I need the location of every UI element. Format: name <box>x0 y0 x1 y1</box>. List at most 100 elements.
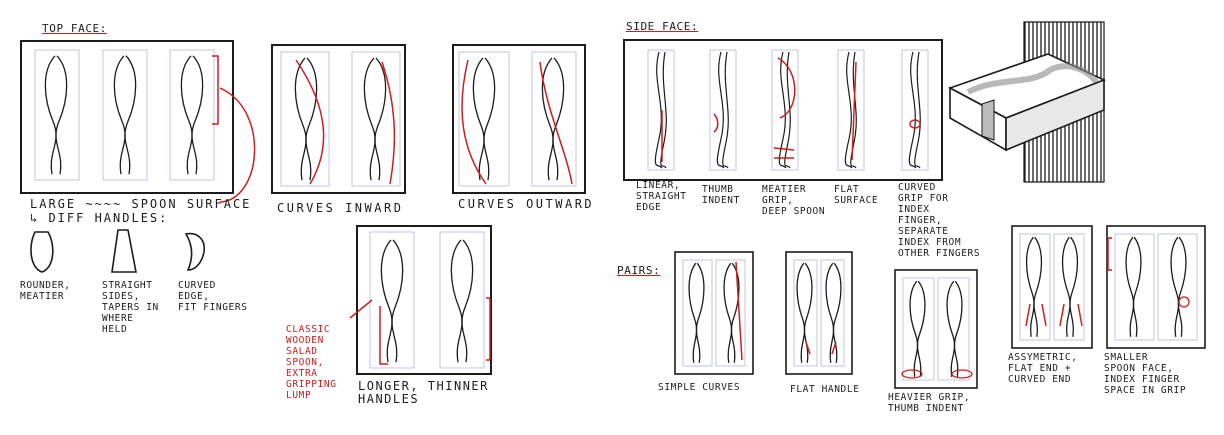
spoon-outline <box>483 57 496 181</box>
side-label-linear: LINEAR, STRAIGHT EDGE <box>636 180 687 213</box>
red-thumb-indent <box>713 113 719 133</box>
spoon-outline <box>541 57 554 181</box>
red-simple-line <box>735 261 743 361</box>
guide-box <box>715 259 746 367</box>
block-right-face <box>1005 78 1105 152</box>
side-spoon-outline <box>850 51 857 169</box>
side-label-thumb: THUMB INDENT <box>702 184 740 206</box>
red-bracket <box>379 306 388 365</box>
spoon-outline <box>472 57 485 181</box>
curves-inward-box <box>271 44 406 194</box>
side-label-meatier: MEATIER GRIP, DEEP SPOON <box>762 184 826 217</box>
spoon-outline <box>374 57 387 181</box>
pair-box-5 <box>1106 225 1206 349</box>
red-meatier-grip <box>777 57 796 119</box>
red-arrow-curve <box>219 87 256 203</box>
handle-curved-sketch <box>184 232 206 271</box>
pair-label-heavier: HEAVIER GRIP, THUMB INDENT <box>888 392 971 414</box>
block-band <box>981 99 995 141</box>
spoon-outline <box>1061 236 1071 337</box>
classic-spoon-note: CLASSIC WOODEN SALAD SPOON, EXTRA GRIPPI… <box>286 324 337 401</box>
spoon-outline <box>113 55 126 175</box>
spoon-outline <box>391 239 404 363</box>
guide-box <box>793 259 818 367</box>
spoon-outline <box>953 280 963 377</box>
guide-box <box>439 231 485 369</box>
guide-box <box>169 49 215 181</box>
spoon-outline <box>688 262 698 363</box>
longer-thinner-caption: LONGER, THINNER HANDLES <box>358 379 489 406</box>
side-spoon-outline <box>654 51 663 169</box>
large-spoon-surface-caption: LARGE ~~~~ SPOON SURFACE <box>30 197 252 211</box>
guide-box <box>1019 233 1051 341</box>
spoon-outline <box>180 55 193 175</box>
spoon-outline <box>803 262 813 363</box>
curves-outward-box <box>452 44 586 194</box>
guide-box <box>1157 233 1198 341</box>
guide-box <box>837 49 865 171</box>
handle-rounder-sketch <box>30 231 54 273</box>
spoon-outline <box>909 280 919 377</box>
side-spoon-outline <box>716 51 725 169</box>
top-face-box <box>20 40 234 194</box>
block-spoon-groove <box>966 63 1099 95</box>
pair-box-3 <box>894 269 978 389</box>
pair-box-4 <box>1011 225 1093 349</box>
handle-curved-label: CURVED EDGE, FIT FINGERS <box>178 280 248 313</box>
red-bracket <box>486 297 491 361</box>
guide-box <box>647 49 675 171</box>
side-spoon-outline <box>784 51 791 169</box>
curves-inward-caption: CURVES INWARD <box>277 201 404 215</box>
side-spoon-outline <box>914 51 921 169</box>
spoon-outline <box>450 239 463 363</box>
guide-box <box>351 51 401 187</box>
longer-thinner-box <box>356 225 492 375</box>
red-flat-marks <box>805 341 837 355</box>
red-finger-mark <box>909 119 921 129</box>
guide-box <box>901 49 929 171</box>
red-asym-marks <box>1025 303 1083 327</box>
guide-box <box>902 277 935 381</box>
spoon-outline <box>363 57 376 181</box>
pair-box-2 <box>785 251 853 375</box>
top-face-heading: TOP FACE: <box>42 22 108 35</box>
spoon-outline <box>1170 236 1180 337</box>
guide-box <box>458 51 510 187</box>
spoon-outline <box>1132 236 1142 337</box>
spoon-outline <box>1025 236 1035 337</box>
red-bracket <box>212 55 219 125</box>
red-outward-curve <box>539 61 573 185</box>
side-face-box <box>623 39 943 181</box>
handle-rounder-label: ROUNDER, MEATIER <box>20 280 71 302</box>
red-grip-band <box>773 147 795 159</box>
spoon-outline <box>294 57 307 181</box>
pair-label-simple: SIMPLE CURVES <box>658 382 741 393</box>
spoon-outline <box>1125 236 1135 337</box>
spoon-outline <box>723 262 733 363</box>
guide-box <box>531 51 577 187</box>
handle-straight-label: STRAIGHT SIDES, TAPERS IN WHERE HELD <box>102 280 159 335</box>
guide-box <box>771 49 799 171</box>
side-label-curved: CURVED GRIP FOR INDEX FINGER, SEPARATE I… <box>898 182 981 259</box>
spoon-outline <box>461 239 474 363</box>
spoon-outline <box>305 57 318 181</box>
red-outward-curve <box>461 59 487 185</box>
spoon-outline <box>124 55 137 175</box>
spoon-outline <box>730 262 740 363</box>
pair-box-1 <box>674 251 754 375</box>
side-spoon-outline <box>722 51 729 169</box>
red-finger-mark <box>1178 296 1190 308</box>
spoon-outline <box>552 57 565 181</box>
pair-label-smaller: SMALLER SPOON FACE, INDEX FINGER SPACE I… <box>1104 352 1187 396</box>
side-label-flat: FLAT SURFACE <box>834 184 879 206</box>
spoon-outline <box>1033 236 1043 337</box>
spoon-outline <box>55 55 68 175</box>
guide-box <box>820 259 845 367</box>
spoon-outline <box>695 262 705 363</box>
spoon-outline <box>832 262 842 363</box>
red-flat-line <box>851 61 857 161</box>
spoon-outline <box>380 239 393 363</box>
spoon-outline <box>1177 236 1187 337</box>
